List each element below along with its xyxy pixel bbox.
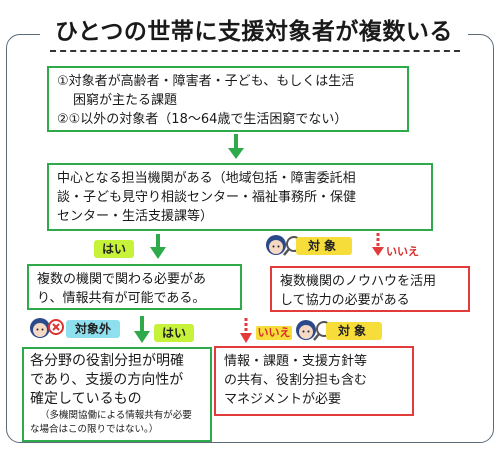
yes-badge: はい: [154, 324, 194, 342]
role-division-line-3: 確定しているもの: [30, 391, 142, 407]
arrow-down-icon: [134, 316, 150, 343]
title-underline: [50, 50, 460, 52]
no-label: いいえ: [256, 326, 292, 340]
info-sharing-box: 複数の機関で関わる必要があ り、情報共有が可能である。: [27, 264, 242, 310]
diagram-title: ひとつの世帯に支援対象者が複数いる: [40, 12, 468, 52]
multi-agency-line-2: して協力の必要がある: [280, 293, 410, 308]
role-division-box: 各分野の役割分担が明確 であり、支援の方向性が 確定しているもの （多機関協働に…: [22, 347, 212, 442]
lead-agency-line-2: 談・子ども見守り相談センター・福祉事務所・保健: [57, 190, 357, 205]
info-sharing-line-2: り、情報共有が可能である。: [37, 291, 206, 306]
character-magnifier-icon: [30, 318, 64, 338]
management-line-3: マネジメントが必要: [224, 392, 342, 407]
criteria-line-2: 困窮が主たる課題: [73, 93, 178, 108]
role-division-note-2: な場合はこの限りではない。）: [30, 424, 159, 435]
management-line-1: 情報・課題・支援方針等: [224, 354, 368, 369]
management-box: 情報・課題・支援方針等 の共有、役割分担も含む マネジメントが必要: [214, 346, 414, 416]
arrow-down-icon: [228, 134, 244, 159]
no-label: いいえ: [386, 245, 419, 258]
target-badge: 対象: [296, 237, 352, 255]
dashed-arrow-down-icon: [372, 233, 384, 256]
lead-agency-line-1: 中心となる担当機関がある（地域包括・障害委託相: [57, 171, 356, 186]
role-division-note-1: （多機関協働による情報共有が必要: [40, 410, 192, 421]
lead-agency-line-3: センター・生活支援課等）: [57, 209, 214, 224]
lead-agency-box: 中心となる担当機関がある（地域包括・障害委託相 談・子ども見守り相談センター・福…: [47, 163, 433, 231]
criteria-line-3: ②①以外の対象者（18～64歳で生活困窮でない）: [57, 112, 348, 127]
role-division-line-2: であり、支援の方向性が: [30, 372, 184, 388]
multi-agency-line-1: 複数機関のノウハウを活用: [280, 274, 437, 289]
arrow-down-icon: [150, 234, 166, 259]
not-target-badge: 対象外: [66, 320, 120, 338]
dashed-arrow-down-icon: [240, 318, 252, 343]
target-badge: 対象: [326, 322, 382, 340]
role-division-line-1: 各分野の役割分担が明確: [30, 353, 184, 369]
criteria-box: ①対象者が高齢者・障害者・子ども、もしくは生活 困窮が主たる課題 ②①以外の対象…: [47, 66, 409, 132]
multi-agency-box: 複数機関のノウハウを活用 して協力の必要がある: [270, 266, 470, 312]
yes-badge: はい: [94, 240, 134, 258]
info-sharing-line-1: 複数の機関で関わる必要があ: [37, 272, 207, 287]
management-line-2: の共有、役割分担も含む: [224, 373, 368, 388]
criteria-line-1: ①対象者が高齢者・障害者・子ども、もしくは生活: [57, 74, 355, 89]
